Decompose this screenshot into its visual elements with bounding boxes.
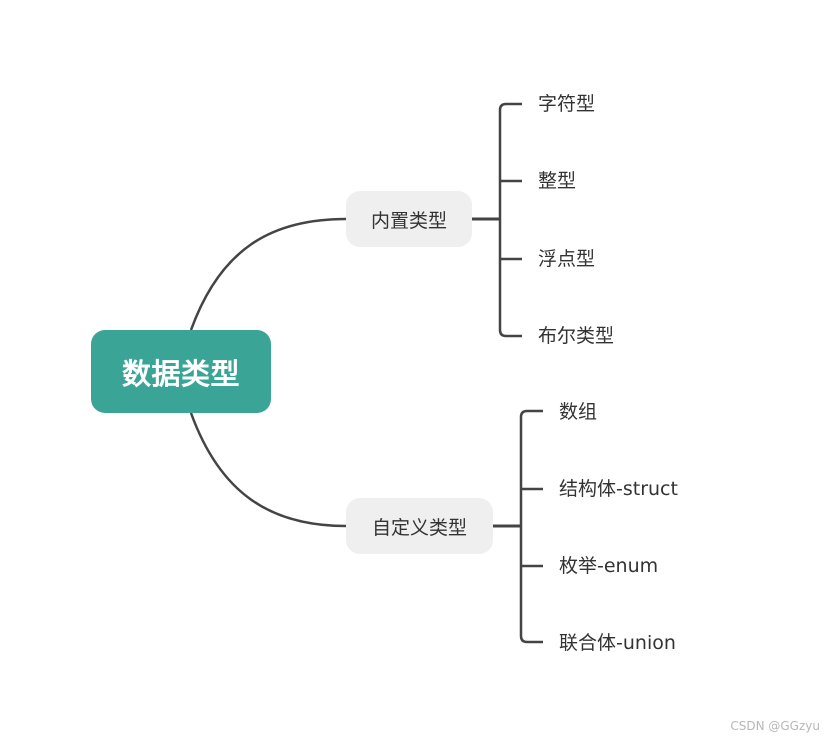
connector-builtin-bracket xyxy=(498,102,522,338)
leaf-node[interactable]: 数组 xyxy=(559,401,598,423)
connector-root-to-custom xyxy=(189,412,347,528)
leaf-node[interactable]: 结构体-struct xyxy=(559,478,678,500)
leaf-node[interactable]: 联合体-union xyxy=(559,632,676,654)
root-node[interactable]: 数据类型 xyxy=(91,330,271,413)
leaf-node[interactable]: 布尔类型 xyxy=(538,325,615,347)
connector-custom-bracket xyxy=(519,409,543,644)
branch-node-custom[interactable]: 自定义类型 xyxy=(346,498,493,554)
leaf-node[interactable]: 字符型 xyxy=(538,93,596,115)
leaf-node[interactable]: 枚举-enum xyxy=(559,555,659,577)
leaf-node[interactable]: 浮点型 xyxy=(538,248,596,270)
branch-node-builtin[interactable]: 内置类型 xyxy=(346,191,472,247)
connector-root-to-builtin xyxy=(189,217,347,331)
watermark: CSDN @GGzyu xyxy=(730,719,820,733)
leaf-node[interactable]: 整型 xyxy=(538,170,577,192)
